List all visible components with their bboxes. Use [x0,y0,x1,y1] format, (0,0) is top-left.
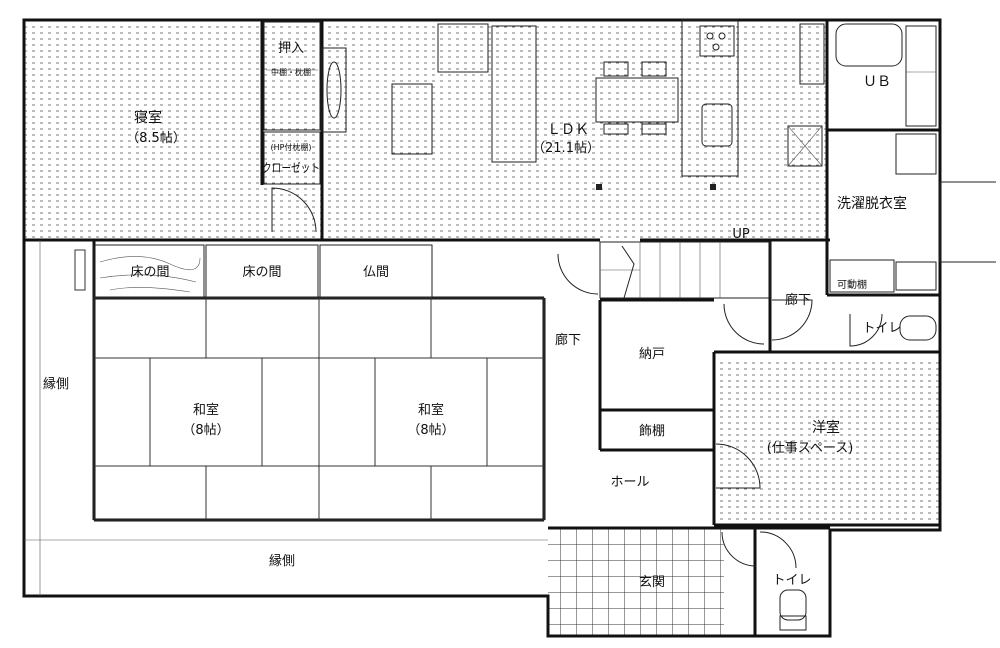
doors [557,253,883,569]
butsuma-label: 仏間 [363,265,389,280]
washitsu2-size: （8帖） [407,423,454,438]
washitsu2-label: 和室 [418,402,444,418]
washitsu1-label: 和室 [193,402,219,418]
bedroom-size: （8.5帖） [126,131,186,146]
oshiire-label: 押入 [278,41,304,56]
stairs [599,241,771,299]
toko1-label: 床の間 [130,265,169,280]
tatami-lines [93,297,545,521]
rouka-right-label: 廊下 [785,292,811,308]
ldk-label: ＬＤＫ [547,122,589,138]
bedroom-label: 寝室 [134,109,162,126]
ldk-furniture [391,19,825,190]
engawa-posts [24,240,548,596]
genkan-label: 玄関 [639,575,665,590]
engawa-left-label: 縁側 [43,376,69,392]
rouka-center-label: 廊下 [555,332,581,348]
genkan-tile-grid [548,528,724,636]
dressing-label: 洗濯脱衣室 [837,195,907,212]
youshitsu-size: (仕事スペース) [767,441,854,456]
washitsu1-size: （8帖） [182,423,229,438]
closet-note: (HP付枕棚) [270,142,311,152]
nando-label: 納戸 [639,347,665,362]
dressing-fixtures [787,125,996,293]
youshitsu-label: 洋室 [812,419,840,436]
ldk-size: （21.1帖） [532,141,600,156]
oshiire-closet [263,21,347,185]
toko-row [74,244,433,298]
kadou-dana-label: 可動棚 [837,278,867,291]
kazaridana-label: 飾棚 [639,424,665,439]
engawa-bottom-label: 縁側 [269,553,295,569]
toilet-lower-fixture [779,589,807,631]
ub-label: ＵＢ [863,74,891,90]
bedroom-door[interactable] [271,187,317,233]
oshiire-note: 中棚・枕棚 [271,67,311,77]
hall-label: ホール [610,475,649,490]
unit-bath [835,23,937,127]
toko2-label: 床の間 [242,265,281,280]
closet-label: クローゼット [262,161,320,175]
hatch-upper-floor [24,20,827,240]
toilet-upper-fixture [899,315,937,341]
up-label: UP [732,227,750,242]
toilet-upper-label: トイレ [862,321,901,336]
hatch-youshitsu-floor [714,360,940,525]
toilet-lower-label: トイレ [772,573,811,588]
